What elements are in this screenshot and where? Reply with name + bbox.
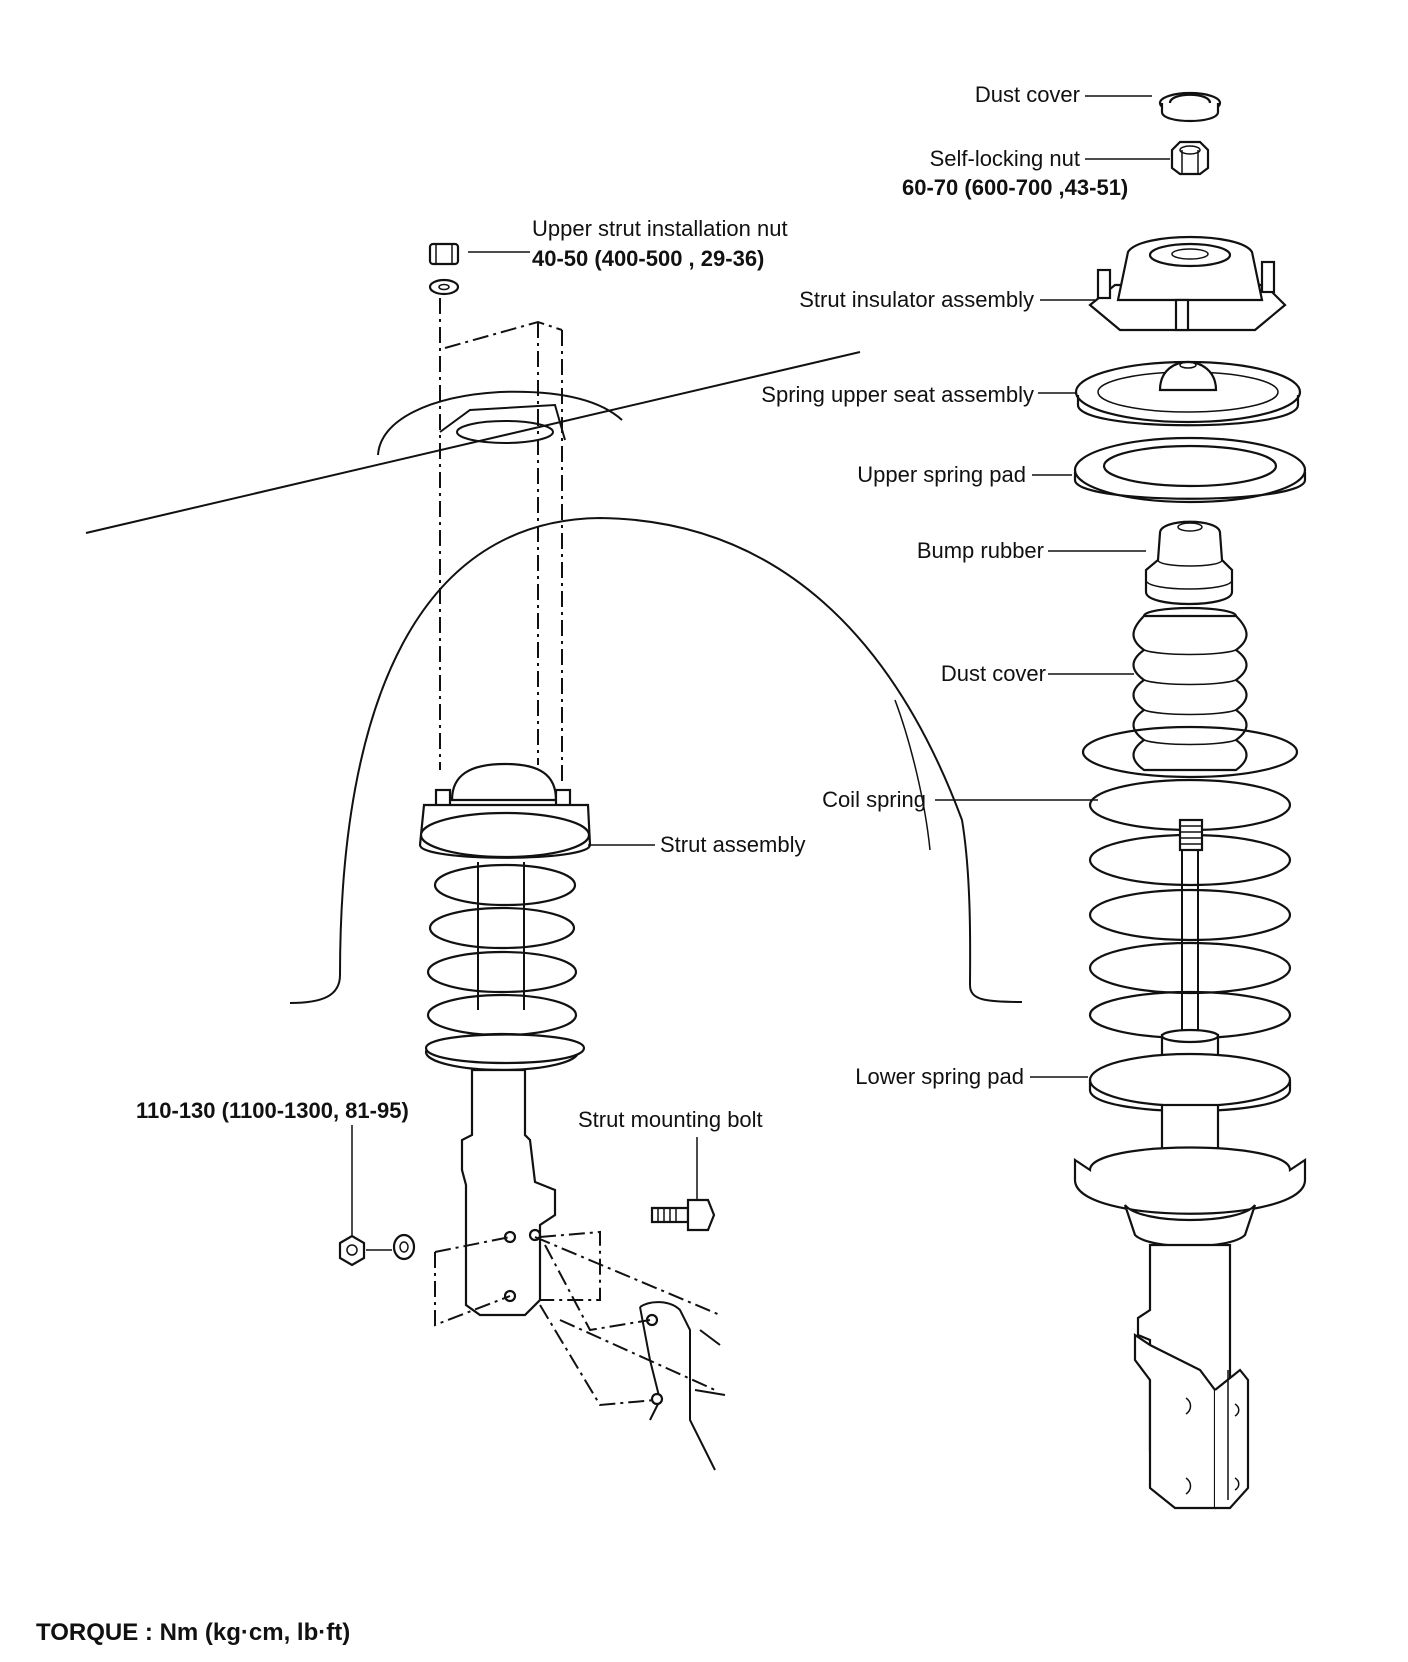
strut-damper-body-part (1073, 1103, 1307, 1510)
torque-units-footer: TORQUE : Nm (kg·cm, lb·ft) (36, 1619, 350, 1646)
label-self-locking-nut: Self-locking nut (930, 146, 1080, 171)
upper-strut-installation-nut (428, 242, 460, 296)
bump-rubber-part (1144, 520, 1234, 606)
left-alignment-lines (439, 298, 563, 785)
left-bolt-guides (434, 1230, 721, 1407)
spring-upper-seat-part (1074, 360, 1302, 427)
strut-insulator-part (1088, 235, 1287, 332)
lower-spring-pad-part (1088, 1028, 1292, 1113)
self-locking-nut-part (1170, 140, 1210, 176)
label-mounting-bolt-torque: 110-130 (1100-1300, 81-95) (136, 1098, 409, 1123)
body-panel-outline (85, 351, 1023, 1004)
label-upper-strut-nut-torque: 40-50 (400-500 , 29-36) (532, 246, 764, 271)
label-spring-upper-seat-assembly: Spring upper seat assembly (761, 382, 1034, 407)
coil-spring-part (1081, 725, 1299, 1040)
upper-spring-pad-part (1073, 436, 1307, 504)
label-strut-mounting-bolt: Strut mounting bolt (578, 1107, 763, 1132)
label-upper-strut-installation-nut: Upper strut installation nut (532, 216, 788, 241)
label-coil-spring: Coil spring (822, 787, 926, 812)
leader-lines (351, 95, 1170, 1236)
label-lower-spring-pad: Lower spring pad (855, 1064, 1024, 1089)
label-strut-insulator-assembly: Strut insulator assembly (799, 287, 1034, 312)
label-dust-cover-top: Dust cover (975, 82, 1080, 107)
label-bump-rubber: Bump rubber (917, 538, 1044, 563)
dust-cover-top-part (1158, 91, 1222, 122)
label-self-locking-nut-torque: 60-70 (600-700 ,43-51) (902, 175, 1128, 200)
label-strut-assembly: Strut assembly (660, 832, 806, 857)
strut-mounting-bolt (650, 1198, 716, 1232)
strut-mounting-nut-and-washer (338, 1233, 416, 1267)
knuckle-arm (639, 1301, 726, 1471)
left-strut-assembly (418, 762, 592, 1317)
label-upper-spring-pad: Upper spring pad (857, 462, 1026, 487)
label-dust-cover-mid: Dust cover (941, 661, 1046, 686)
dust-cover-bellows-part (1132, 606, 1248, 772)
